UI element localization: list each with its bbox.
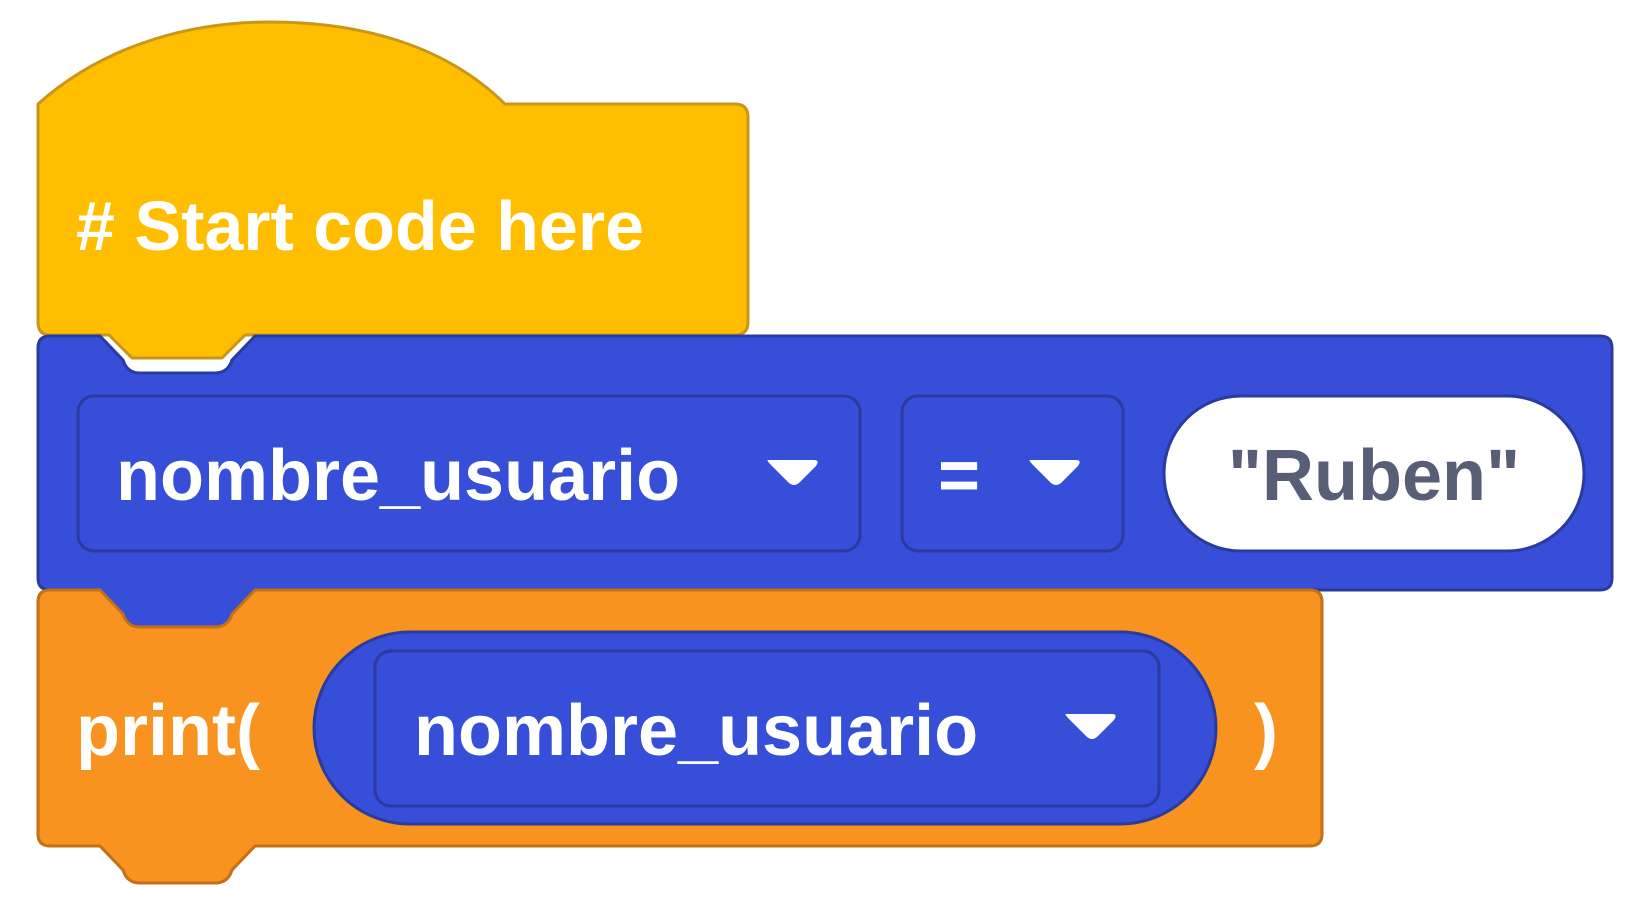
chevron-down-icon[interactable] xyxy=(767,460,818,485)
variable-dropdown-field[interactable] xyxy=(76,394,862,553)
print-closing-paren: ) xyxy=(1254,691,1278,771)
print-variable-dropdown-label: nombre_usuario xyxy=(414,691,978,771)
print-keyword: print( xyxy=(76,691,260,771)
start-hat-block[interactable]: # Start code here xyxy=(36,20,750,360)
string-value-field-shape[interactable] xyxy=(1162,394,1586,553)
chevron-down-icon[interactable] xyxy=(1065,714,1116,739)
string-value-field[interactable]: "Ruben" xyxy=(1162,394,1586,553)
print-variable-dropdown[interactable]: nombre_usuario xyxy=(373,649,1161,808)
variable-dropdown-label: nombre_usuario xyxy=(116,436,680,516)
print-argument-reporter[interactable]: nombre_usuario xyxy=(312,630,1218,826)
start-hat-block-shape[interactable] xyxy=(36,20,750,360)
assign-block[interactable]: nombre_usuario = "Ruben" xyxy=(36,334,1614,629)
operator-dropdown-label: = xyxy=(938,436,980,516)
print-variable-dropdown-field[interactable] xyxy=(373,649,1161,808)
print-block[interactable]: print( nombre_usuario ) xyxy=(36,588,1324,885)
variable-dropdown[interactable]: nombre_usuario xyxy=(76,394,862,553)
string-value-text: "Ruben" xyxy=(1228,436,1520,516)
operator-dropdown-field[interactable] xyxy=(900,394,1125,553)
start-hat-label: # Start code here xyxy=(76,187,644,265)
operator-dropdown[interactable]: = xyxy=(900,394,1125,553)
chevron-down-icon[interactable] xyxy=(1029,460,1080,485)
